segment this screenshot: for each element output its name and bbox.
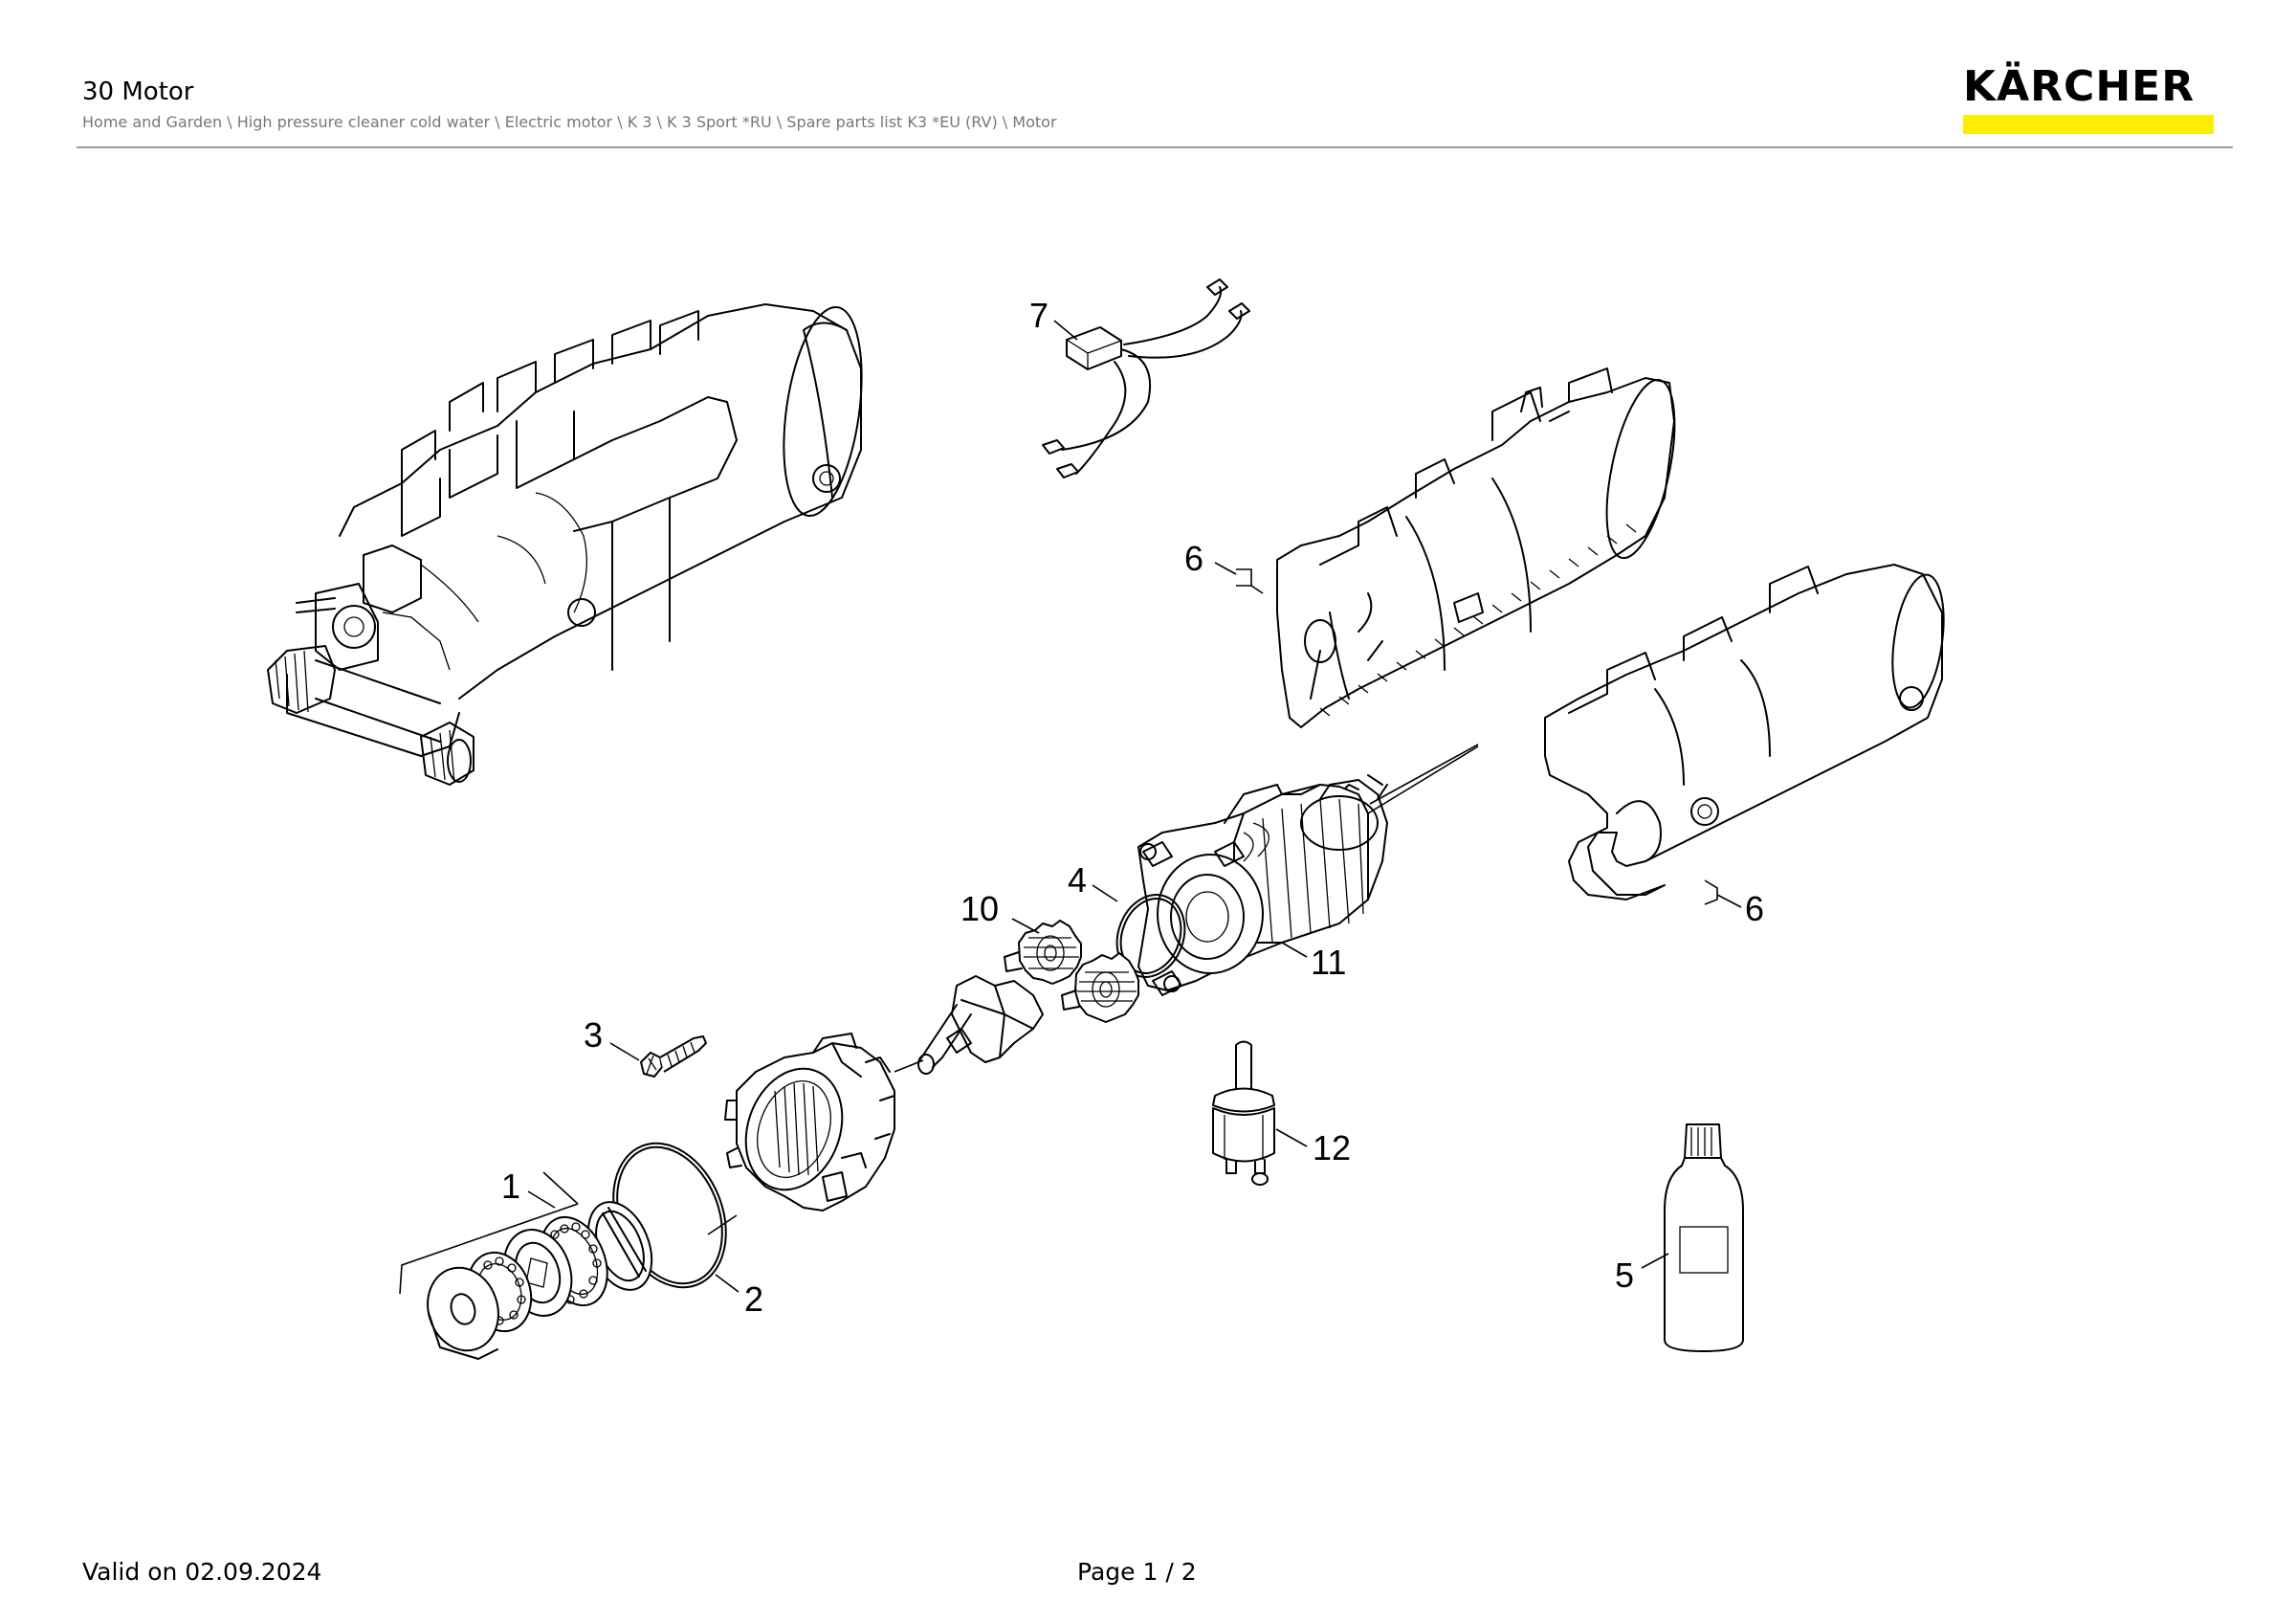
part-6-housing-upper	[1276, 367, 1676, 728]
part-10-gear-wheels	[1004, 920, 1139, 1023]
page-number: Page 1 / 2	[1077, 1558, 1197, 1586]
callout-6-upper: 6	[1184, 539, 1203, 578]
callout-4: 4	[1068, 860, 1087, 900]
callout-2: 2	[744, 1279, 763, 1319]
brand-logo-text: KÄRCHER	[1963, 62, 2196, 111]
callout-10: 10	[960, 889, 999, 928]
part-11-motor-armature	[1137, 745, 1479, 996]
part-callouts: 7 6 6 4 10 11 3 1 2 12 5	[501, 296, 1764, 1319]
part-7-brush-set	[1042, 278, 1250, 478]
assembled-motor-unit	[267, 303, 863, 786]
callout-3: 3	[584, 1015, 603, 1055]
callout-7: 7	[1029, 296, 1049, 335]
part-1-bearing-set	[399, 1171, 653, 1360]
callout-5: 5	[1615, 1256, 1634, 1295]
drive-shaft-wobble-plate	[917, 975, 1044, 1075]
pump-head-cylinder	[724, 1033, 924, 1212]
part-3-screw	[640, 1035, 707, 1078]
brand-logo: KÄRCHER	[1963, 63, 2214, 134]
page-title: 30 Motor	[82, 78, 194, 106]
callout-6-lower: 6	[1745, 889, 1764, 928]
part-12-valve	[1212, 1040, 1275, 1186]
assembly-leader-lines	[707, 744, 1479, 1235]
validity-date: Valid on 02.09.2024	[82, 1558, 322, 1586]
callout-11: 11	[1311, 943, 1346, 982]
part-5-oil-bottle	[1664, 1123, 1744, 1352]
breadcrumb: Home and Garden \ High pressure cleaner …	[82, 113, 1057, 131]
header-divider	[77, 146, 2233, 148]
part-6-housing-lower	[1544, 564, 1945, 900]
callout-12: 12	[1313, 1128, 1351, 1167]
callout-1: 1	[501, 1167, 520, 1206]
brand-logo-bar	[1963, 115, 2214, 134]
